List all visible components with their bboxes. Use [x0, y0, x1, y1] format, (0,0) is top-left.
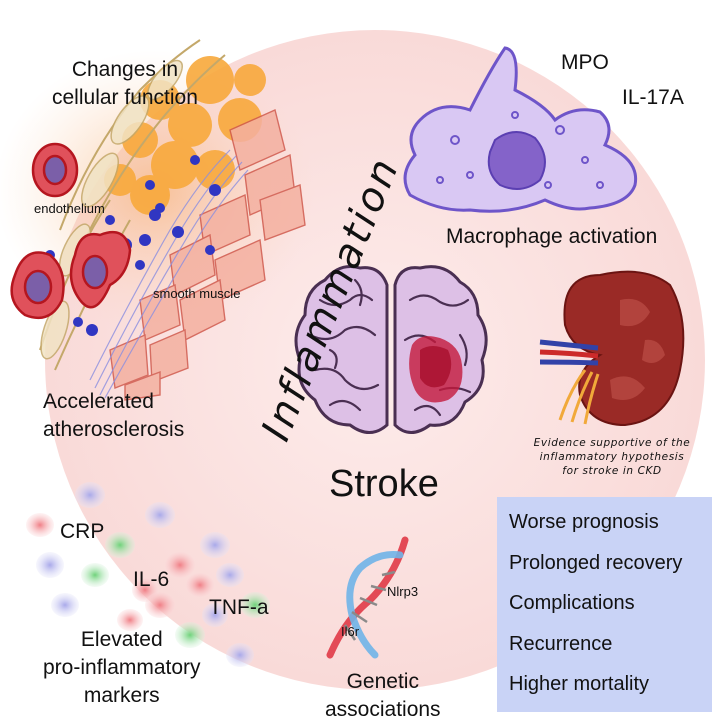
artery-icon — [0, 39, 315, 401]
outcome-prolonged-recovery: Prolonged recovery — [509, 551, 683, 574]
outcome-complications: Complications — [509, 592, 635, 614]
evidence-line-2: inflammatory hypothesis — [539, 451, 685, 463]
endothelium-label: endothelium — [34, 201, 105, 216]
il6r-label: Il6r — [341, 624, 360, 639]
marker-dots-icon — [26, 482, 270, 667]
smooth-muscle-label: smooth muscle — [153, 286, 241, 301]
evidence-line-1: Evidence supportive of the — [533, 437, 691, 449]
evidence-line-3: for stroke in CKD — [562, 465, 662, 477]
genetic-line-2: associations — [325, 698, 441, 721]
tnfa-label: TNF-a — [209, 596, 269, 619]
macrophage-icon — [403, 46, 638, 213]
brain-icon — [294, 265, 488, 434]
outcome-worse-prognosis: Worse prognosis — [509, 511, 659, 533]
elevated-markers-line-1: Elevated — [80, 628, 163, 651]
stroke-title: Stroke — [329, 463, 439, 505]
genetic-associations-label: Genetic associations — [325, 668, 441, 721]
atherosclerosis-line-1: Accelerated — [43, 390, 154, 413]
dna-icon — [326, 536, 409, 659]
nlrp3-label: Nlrp3 — [387, 584, 419, 599]
il6-label: IL-6 — [133, 568, 170, 591]
outcomes-panel: Worse prognosis Prolonged recovery Compl… — [497, 497, 712, 712]
elevated-markers-label: Elevated pro-inflammatory markers — [43, 626, 201, 710]
kidney-icon — [539, 270, 685, 427]
atherosclerosis-label: Accelerated atherosclerosis — [43, 388, 184, 444]
elevated-markers-line-3: markers — [83, 684, 160, 707]
cellular-function-line-1: Changes in — [71, 58, 179, 81]
crp-label: CRP — [60, 520, 105, 543]
macrophage-activation-label: Macrophage activation — [446, 225, 658, 248]
il17a-label: IL-17A — [622, 86, 684, 109]
outcome-higher-mortality: Higher mortality — [509, 673, 650, 695]
genetic-line-1: Genetic — [346, 670, 419, 693]
atherosclerosis-line-2: atherosclerosis — [43, 418, 185, 441]
elevated-markers-line-2: pro-inflammatory — [43, 656, 201, 679]
cellular-function-line-2: cellular function — [52, 86, 198, 109]
cellular-function-label: Changes in cellular function — [52, 56, 198, 112]
mpo-label: MPO — [561, 51, 609, 74]
outcome-recurrence: Recurrence — [509, 632, 613, 655]
evidence-caption: Evidence supportive of the inflammatory … — [522, 436, 702, 478]
